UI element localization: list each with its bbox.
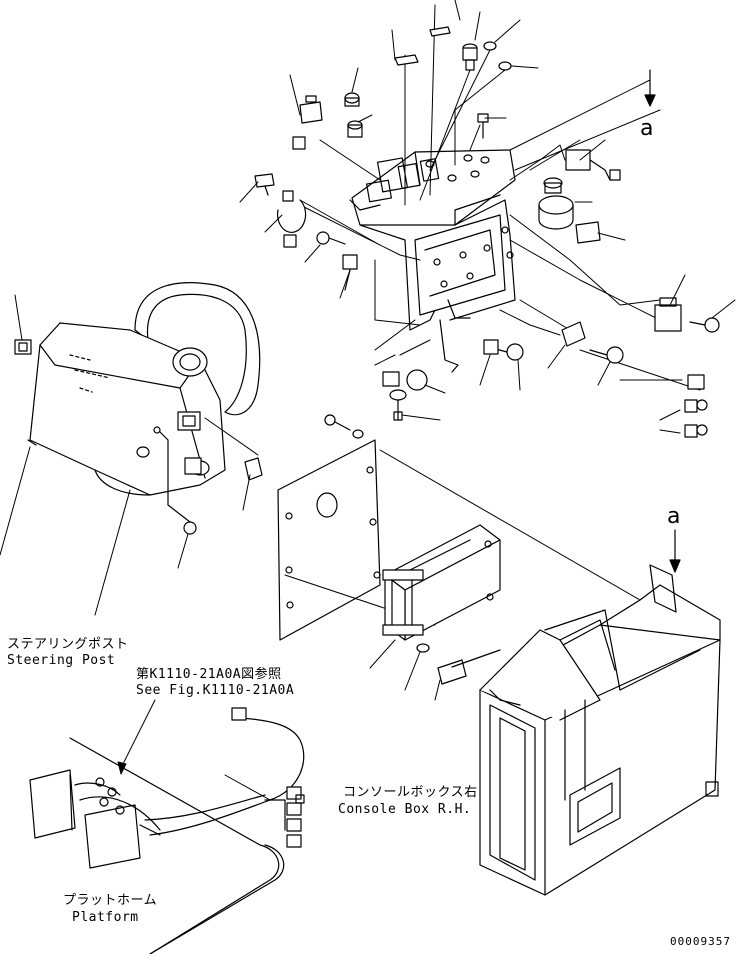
see-figure-label-jp: 第K1110-21A0A図参照 [136,667,282,682]
wiring-harness [30,708,304,868]
reference-letter-bottom: a [667,504,681,529]
right-side-relays [383,298,719,437]
console-box-label-en: Console Box R.H. [338,802,472,817]
reference-arrow-top [645,70,655,106]
reference-letter-top: a [640,116,654,141]
reference-arrow-bottom [670,530,680,572]
see-figure-label-en: See Fig.K1110-21A0A [136,683,295,698]
cover-plate [278,415,380,640]
top-switch-parts [255,27,620,290]
steering-post-label-jp: ステアリングポスト [7,637,129,652]
wiring-leaders [118,700,270,800]
drawing-number: 00009357 [670,935,731,948]
switch-panel-assembly [350,150,515,372]
platform-label-jp: プラットホーム [63,893,158,908]
platform-label-en: Platform [72,910,139,925]
steering-post [15,283,262,534]
steering-post-label-en: Steering Post [7,653,116,668]
controller-bracket [383,525,500,684]
steering-leaders [0,295,258,615]
platform [70,738,284,954]
bracket-leaders [370,640,440,700]
console-box [480,565,720,895]
console-box-label-jp: コンソールボックス右 [343,785,478,800]
panel-leader-lines [300,5,700,390]
callout-leaders-right [240,0,735,433]
